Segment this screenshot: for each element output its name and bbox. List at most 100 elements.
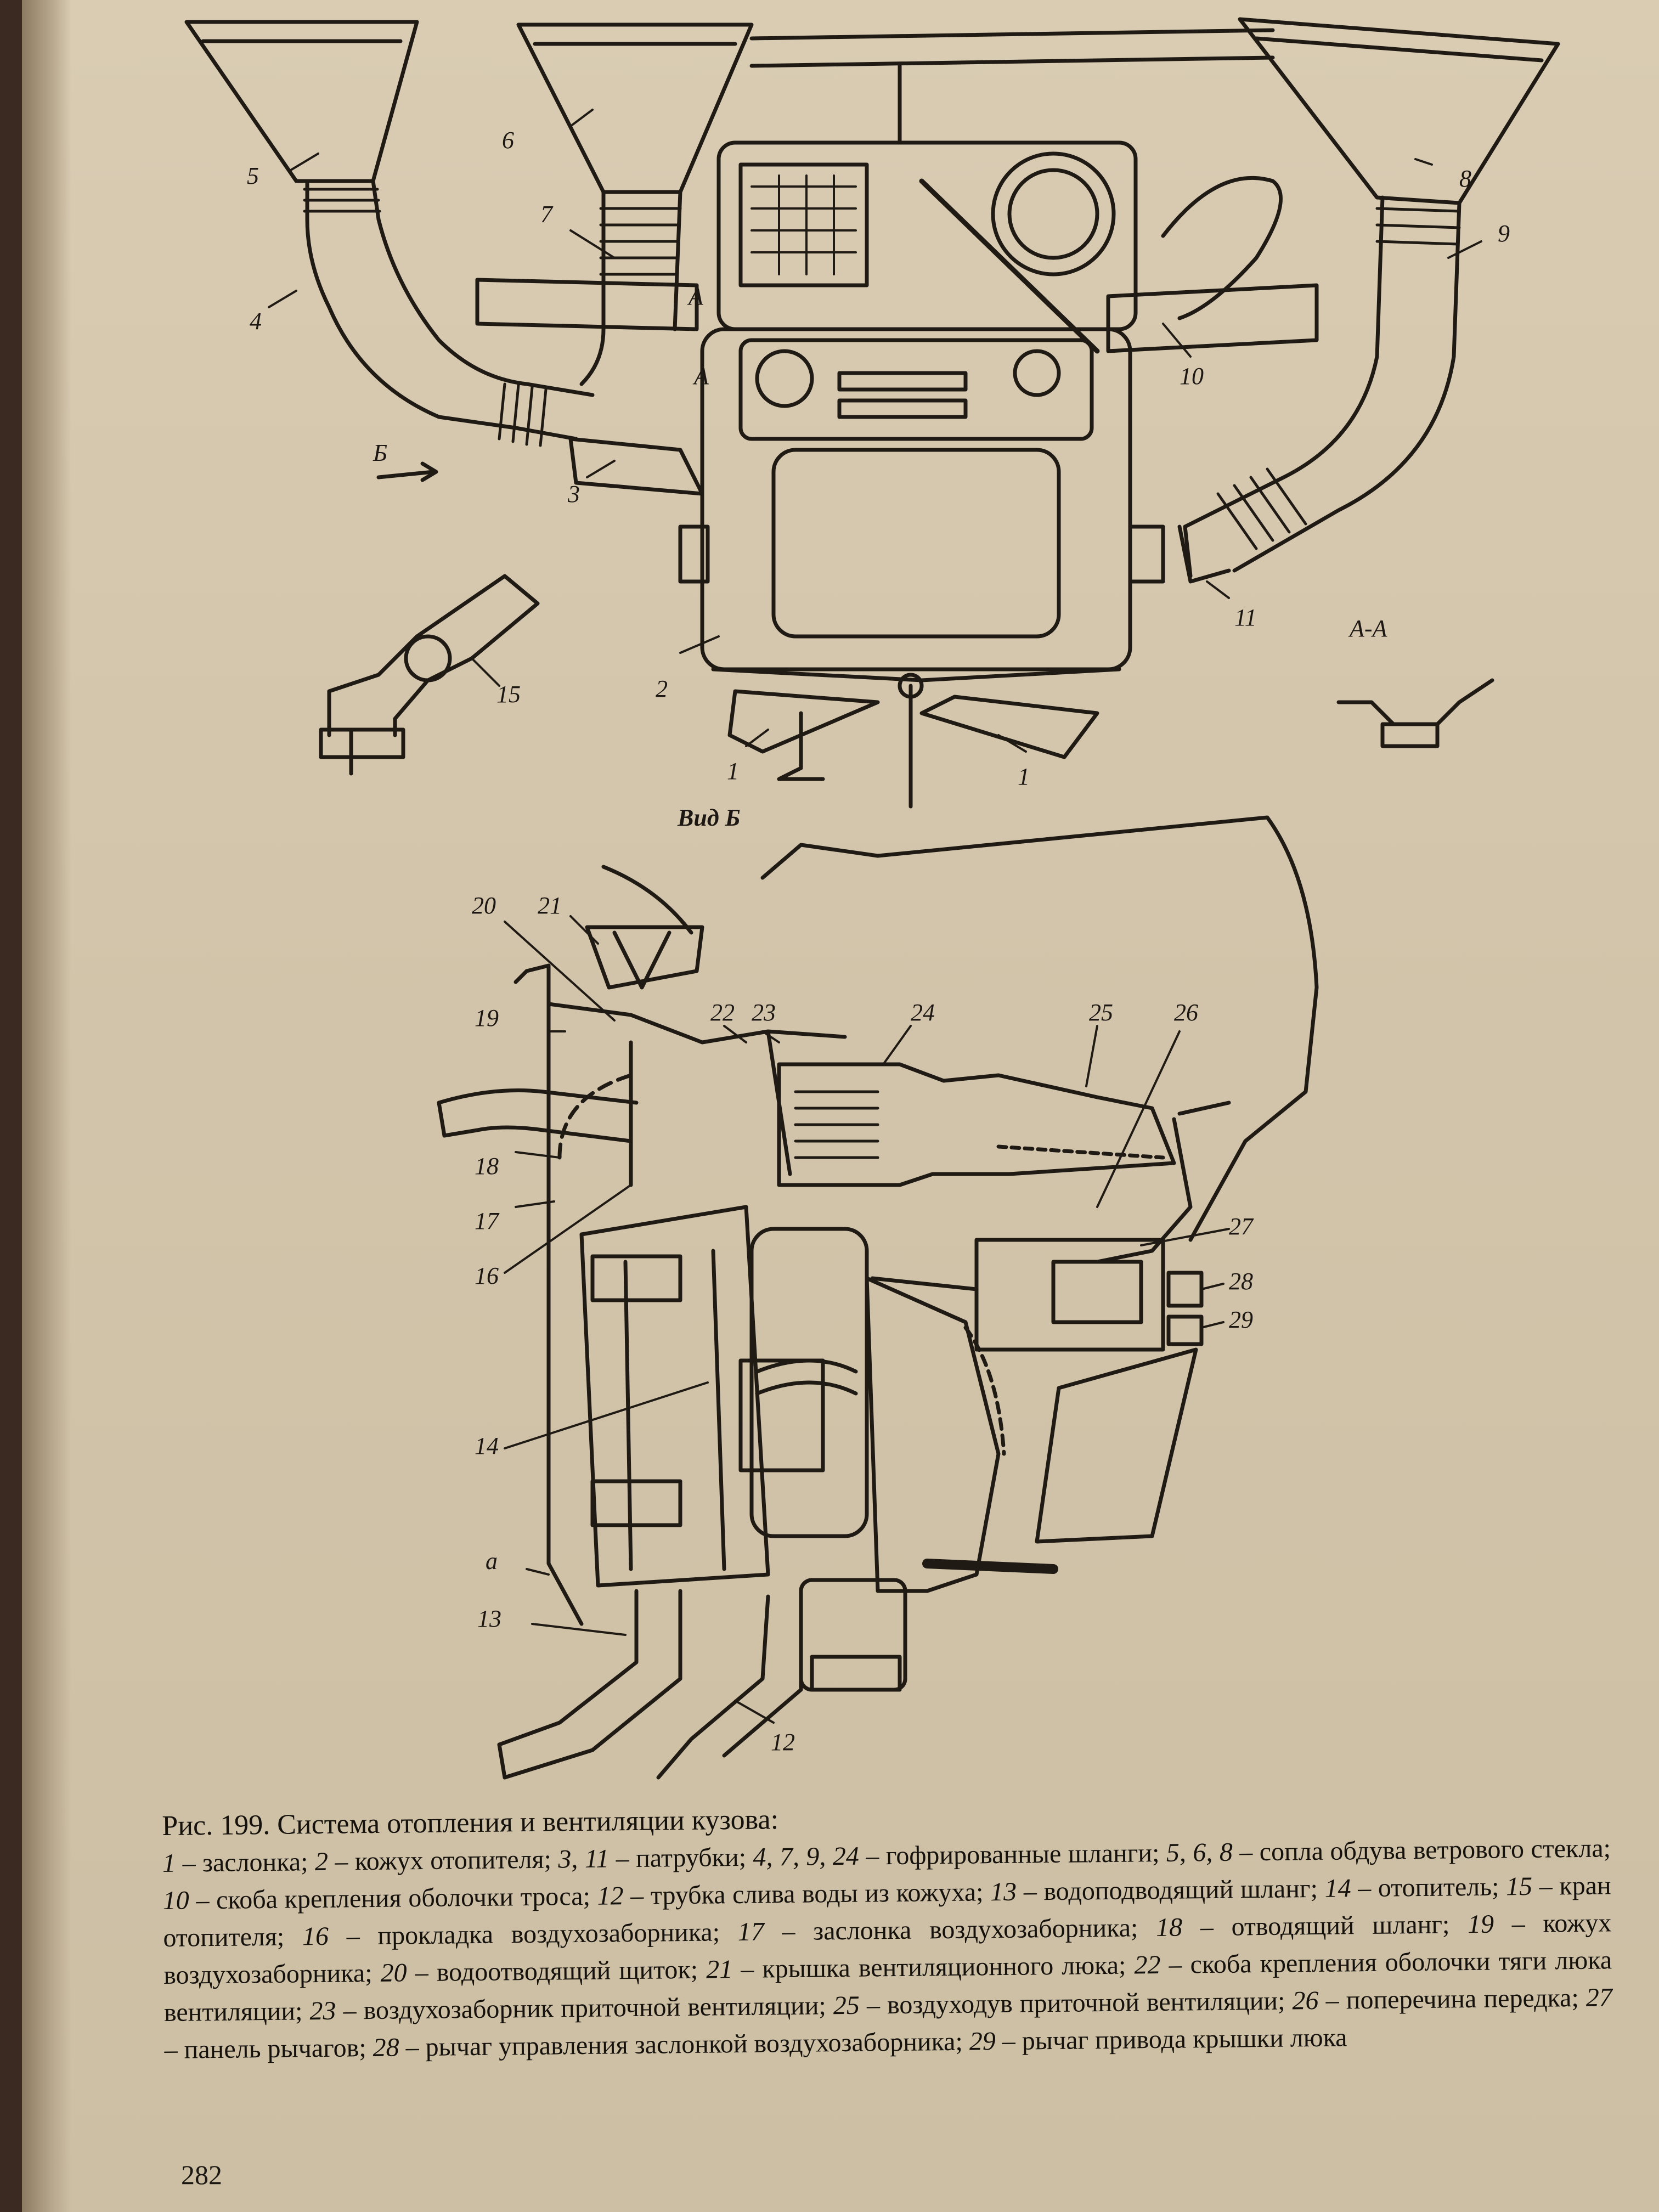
legend-number: 26 <box>1292 1985 1319 2016</box>
legend-item: 18 – отводящий шланг; <box>1155 1910 1450 1943</box>
flap-17 <box>557 1073 633 1160</box>
patrubok-11 <box>1177 524 1231 584</box>
heater-top-box <box>716 140 1138 331</box>
legend-item: 5, 6, 8 – сопла обдува ветрового стекла; <box>1166 1833 1611 1867</box>
callout-4: 4 <box>250 308 262 335</box>
top-callouts: 1 1 2 3 4 5 6 7 8 9 10 11 15 <box>247 127 1510 790</box>
hatch-lid-21 <box>585 925 704 990</box>
callout-29: 29 <box>1229 1306 1253 1333</box>
figure-caption: Рис. 199. Система отопления и вентиляции… <box>162 1792 1613 2069</box>
callout-22: 22 <box>710 999 735 1026</box>
bottom-callouts: 12 13 14 16 17 18 19 20 21 22 23 24 25 2… <box>472 892 1254 1756</box>
legend-text: водоподводящий шланг; <box>1043 1874 1318 1906</box>
callout-15: 15 <box>496 681 521 708</box>
callout-12: 12 <box>771 1729 795 1756</box>
legend-number: 17 <box>737 1917 765 1947</box>
page-number: 282 <box>181 2159 222 2190</box>
legend-number: 21 <box>706 1955 733 1984</box>
callout-6: 6 <box>502 127 514 154</box>
callout-10: 10 <box>1180 363 1204 390</box>
fan-housing <box>991 151 1116 276</box>
callout-3: 3 <box>567 481 580 507</box>
legend-number: 12 <box>597 1881 624 1911</box>
nozzle-5 <box>184 20 419 183</box>
legend-text: заслонка воздухозаборника; <box>812 1913 1138 1946</box>
legend-item: 3, 11 – патрубки; <box>558 1842 747 1874</box>
legend-number: 15 <box>1505 1871 1533 1901</box>
legend-text: патрубки; <box>635 1842 747 1873</box>
legend-item: 28 – рычаг управления заслонкой воздухоз… <box>373 2027 963 2062</box>
legend-text: крышка вентиляционного люка; <box>762 1950 1126 1984</box>
mark-a-lower: а <box>486 1548 498 1575</box>
legend-number: 3, 11 <box>558 1844 610 1874</box>
legend-text: заслонка; <box>202 1847 308 1878</box>
legend-number: 10 <box>162 1886 190 1915</box>
callout-28: 28 <box>1229 1268 1253 1295</box>
crossmember-26 <box>1095 1117 1193 1264</box>
hose-18 <box>437 1088 639 1105</box>
arrow-b-label: Б <box>373 439 387 466</box>
outlet-box <box>1035 1347 1198 1544</box>
legend-item: 12 – трубка слива воды из кожуха; <box>597 1877 984 1911</box>
caption-legend: 1 – заслонка; 2 – кожух отопителя; 3, 11… <box>162 1830 1613 2069</box>
legend-item: 4, 7, 9, 24 – гофрированные шланги; <box>753 1838 1160 1872</box>
section-aa-label: А-А <box>1348 615 1388 642</box>
callout-21: 21 <box>538 892 562 919</box>
top-view-drawing <box>184 17 1560 809</box>
callout-14: 14 <box>475 1432 499 1459</box>
legend-number: 14 <box>1324 1874 1351 1903</box>
arrow-b <box>376 470 436 479</box>
legend-number: 20 <box>380 1958 407 1988</box>
nozzle-6 <box>516 22 754 194</box>
callout-5: 5 <box>247 162 259 189</box>
callout-2: 2 <box>656 675 668 702</box>
heating-system-figure: 1 1 2 3 4 5 6 7 8 9 10 11 15 Б А А А-А В… <box>184 17 1560 1780</box>
callout-1a: 1 <box>727 758 739 785</box>
callout-13: 13 <box>477 1605 501 1632</box>
legend-number: 18 <box>1155 1912 1183 1943</box>
top-leaders <box>268 109 1482 753</box>
callout-9: 9 <box>1498 220 1510 247</box>
legend-number: 29 <box>969 2027 996 2056</box>
legend-number: 13 <box>990 1877 1017 1907</box>
legend-item: 26 – поперечина передка; <box>1292 1983 1579 2016</box>
callout-7: 7 <box>540 201 554 228</box>
legend-text: отводящий шланг; <box>1231 1910 1450 1942</box>
legend-number: 4, 7, 9, 24 <box>753 1841 860 1872</box>
mark-a-2: А <box>692 363 709 390</box>
legend-text: воздуходув приточной вентиляции; <box>887 1986 1285 2020</box>
legend-item: 13 – водоподводящий шланг; <box>990 1874 1318 1907</box>
legend-number: 28 <box>373 2033 399 2062</box>
intake-cover-19 <box>546 1002 847 1045</box>
legend-item: 10 – скоба крепления оболочки троса; <box>162 1881 591 1915</box>
heater-14 <box>579 1205 770 1588</box>
legend-number: 2 <box>314 1847 329 1877</box>
legend-text: прокладка воздухозаборника; <box>377 1917 720 1950</box>
legend-item: 1 – заслонка; <box>162 1847 308 1878</box>
supply-hose-13 <box>497 1589 639 1747</box>
bottom-leaders <box>504 915 1230 1724</box>
body-contour <box>760 815 1319 1242</box>
callout-26: 26 <box>1174 999 1198 1026</box>
legend-text: кожух отопителя; <box>354 1844 552 1876</box>
legend-number: 22 <box>1134 1950 1161 1980</box>
callout-1b: 1 <box>1018 763 1030 790</box>
callout-24: 24 <box>911 999 935 1026</box>
legend-number: 1 <box>162 1848 176 1878</box>
callout-11: 11 <box>1234 604 1257 631</box>
flap-1-right <box>919 695 1099 759</box>
lever-29 <box>1166 1314 1204 1346</box>
legend-text: трубка слива воды из кожуха; <box>650 1877 984 1910</box>
heater-tap-15 <box>327 574 540 737</box>
legend-item: 20 – водоотводящий щиток; <box>380 1955 698 1988</box>
callout-20: 20 <box>472 892 496 919</box>
legend-item: 2 – кожух отопителя; <box>314 1844 552 1877</box>
legend-text: рычаг привода крышки люка <box>1022 2023 1347 2056</box>
patrubok-3 <box>568 437 704 496</box>
control-panel <box>738 338 1094 441</box>
legend-text: сопла обдува ветрового стекла; <box>1259 1833 1611 1867</box>
hose-4 <box>305 179 578 441</box>
callout-18: 18 <box>475 1153 499 1180</box>
legend-number: 25 <box>833 1990 860 2021</box>
legend-text: гофрированные шланги; <box>885 1838 1160 1871</box>
